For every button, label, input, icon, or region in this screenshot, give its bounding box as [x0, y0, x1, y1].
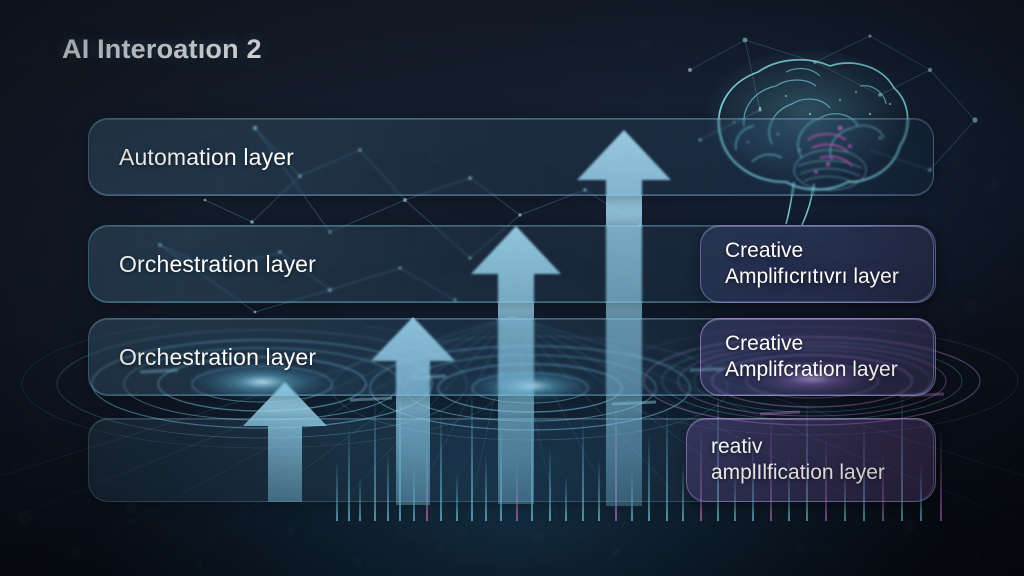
layer-panel-creative-2[interactable]: Creative Amplifcration layer [700, 318, 936, 396]
layer-label-right: reativ amplIlfication layer [711, 435, 885, 484]
layer-row-automation[interactable]: Automation layer [88, 118, 934, 196]
layer-label-left: Automation layer [119, 143, 294, 170]
layer-label-right: Creative Amplifıcrıtıvrı layer [725, 239, 899, 288]
layer-label-right: Creative Amplifcration layer [725, 332, 898, 381]
layer-panel-creative-1[interactable]: Creative Amplifıcrıtıvrı layer [700, 225, 936, 303]
page-title: AI Interoatıon 2 [62, 34, 262, 64]
layer-label-left: Orchestration laуеr [119, 250, 316, 277]
layer-label-left: Orchestration layer [119, 343, 317, 370]
layer-panel-creative-3[interactable]: reativ amplIlfication layer [686, 418, 936, 502]
